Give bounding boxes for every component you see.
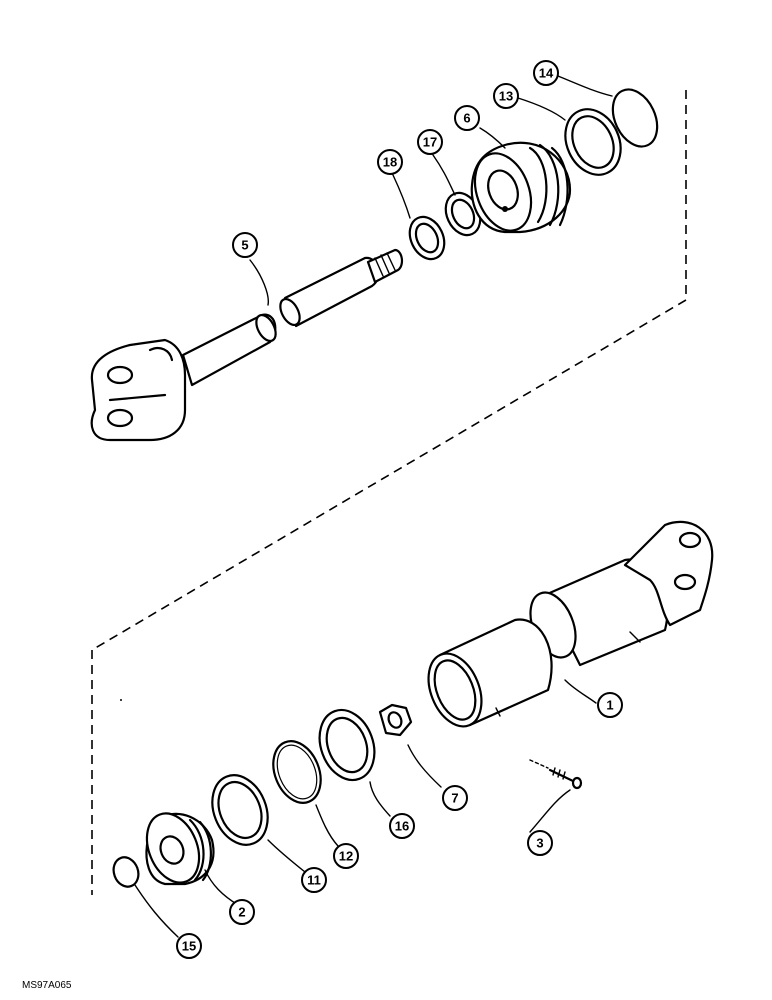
svg-text:6: 6: [463, 111, 470, 126]
callout-11: 11: [301, 867, 327, 893]
screw-part-3: [529, 759, 583, 790]
callout-17: 17: [417, 129, 443, 155]
nut-part-7: [378, 703, 413, 737]
gland-part-6: [470, 141, 572, 234]
cylinder-barrel-part-1: [427, 520, 714, 728]
svg-text:14: 14: [539, 66, 554, 81]
callout-16: 16: [389, 813, 415, 839]
svg-text:17: 17: [423, 135, 437, 150]
piston-rod-part-5: [90, 248, 404, 442]
callout-6: 6: [454, 105, 480, 131]
callout-18: 18: [377, 149, 403, 175]
svg-text:15: 15: [182, 939, 196, 954]
retaining-ring-part-12: [272, 740, 322, 804]
assembly-boundary-line: [91, 90, 687, 895]
ring-part-11: [211, 774, 269, 846]
svg-text:16: 16: [395, 819, 409, 834]
o-ring-part-15: [112, 856, 140, 888]
svg-text:1: 1: [606, 698, 613, 713]
callout-1: 1: [597, 692, 623, 718]
svg-text:13: 13: [499, 89, 513, 104]
callout-3: 3: [527, 830, 553, 856]
piston-part-2: [145, 812, 215, 886]
callout-12: 12: [333, 843, 359, 869]
svg-text:3: 3: [536, 836, 543, 851]
callout-13: 13: [493, 83, 519, 109]
backup-ring-part-13: [564, 108, 622, 176]
svg-text:5: 5: [241, 238, 248, 253]
o-ring-part-14: [611, 88, 659, 148]
wiper-ring-part-17: [444, 191, 482, 237]
drawing-code: MS97A065: [22, 980, 72, 991]
callout-5: 5: [232, 232, 258, 258]
leader-lines: [134, 75, 613, 938]
seal-ring-part-18: [408, 215, 446, 261]
svg-text:2: 2: [238, 905, 245, 920]
callout-7: 7: [442, 785, 468, 811]
callout-2: 2: [229, 899, 255, 925]
callout-14: 14: [533, 60, 559, 86]
seal-part-16: [318, 708, 376, 782]
svg-text:7: 7: [451, 791, 458, 806]
stray-dot: [120, 699, 122, 701]
callout-15: 15: [176, 933, 202, 959]
svg-text:18: 18: [383, 155, 397, 170]
svg-text:12: 12: [339, 849, 353, 864]
svg-text:11: 11: [307, 873, 321, 888]
